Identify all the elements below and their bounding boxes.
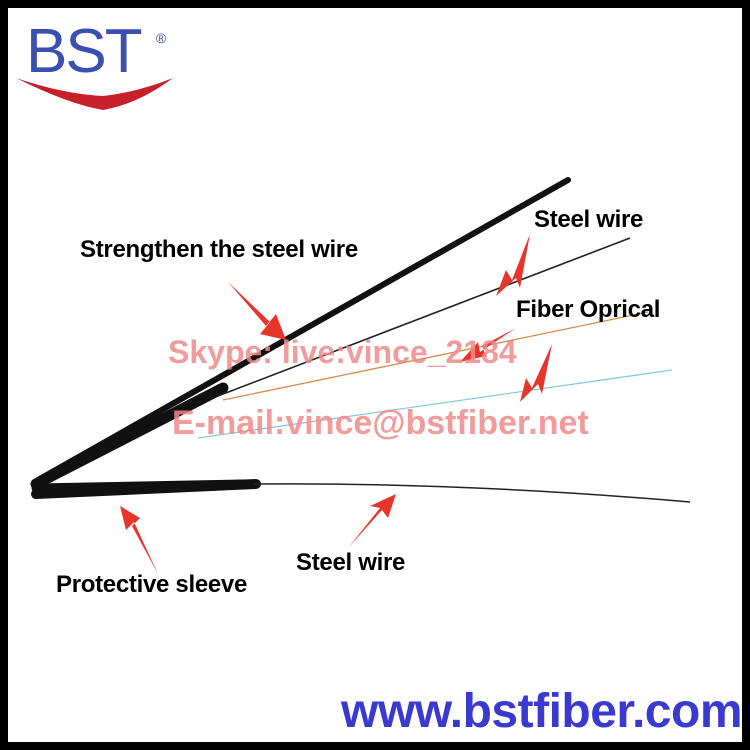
arrow-fiber-1: [460, 328, 516, 362]
label-fiber-optical: Fiber Oprical: [516, 296, 661, 323]
label-protective-sleeve: Protective sleeve: [56, 571, 248, 598]
brand-logo: BST: [26, 17, 143, 86]
watermark-email: E-mail:vince@bstfiber.net: [172, 404, 589, 442]
fiber-orange: [222, 311, 649, 401]
cable-photo: [16, 78, 691, 574]
steel-wire-top: [217, 237, 631, 397]
arrow-sleeve: [120, 506, 158, 574]
arrow-steel-top: [496, 234, 530, 296]
website-url: www.bstfiber.com: [341, 685, 742, 738]
arrow-strengthen: [228, 282, 286, 340]
protective-sleeve: [31, 479, 261, 499]
strengthen-wire: [35, 177, 571, 483]
arrow-fiber-2: [520, 344, 552, 402]
fiber-blue: [197, 369, 673, 439]
label-strengthen-wire: Strengthen the steel wire: [80, 236, 358, 263]
label-steel-wire-top: Steel wire: [534, 206, 644, 233]
steel-wire-bottom: [252, 483, 691, 503]
watermark-skype: Skype: live:vince_2184: [168, 334, 517, 370]
arrow-steel-bottom: [348, 494, 396, 548]
logo-swoosh: [16, 78, 173, 110]
cable-jacket-upper: [30, 382, 229, 490]
registered-mark: ®: [156, 30, 167, 46]
label-steel-wire-bottom: Steel wire: [296, 549, 406, 576]
